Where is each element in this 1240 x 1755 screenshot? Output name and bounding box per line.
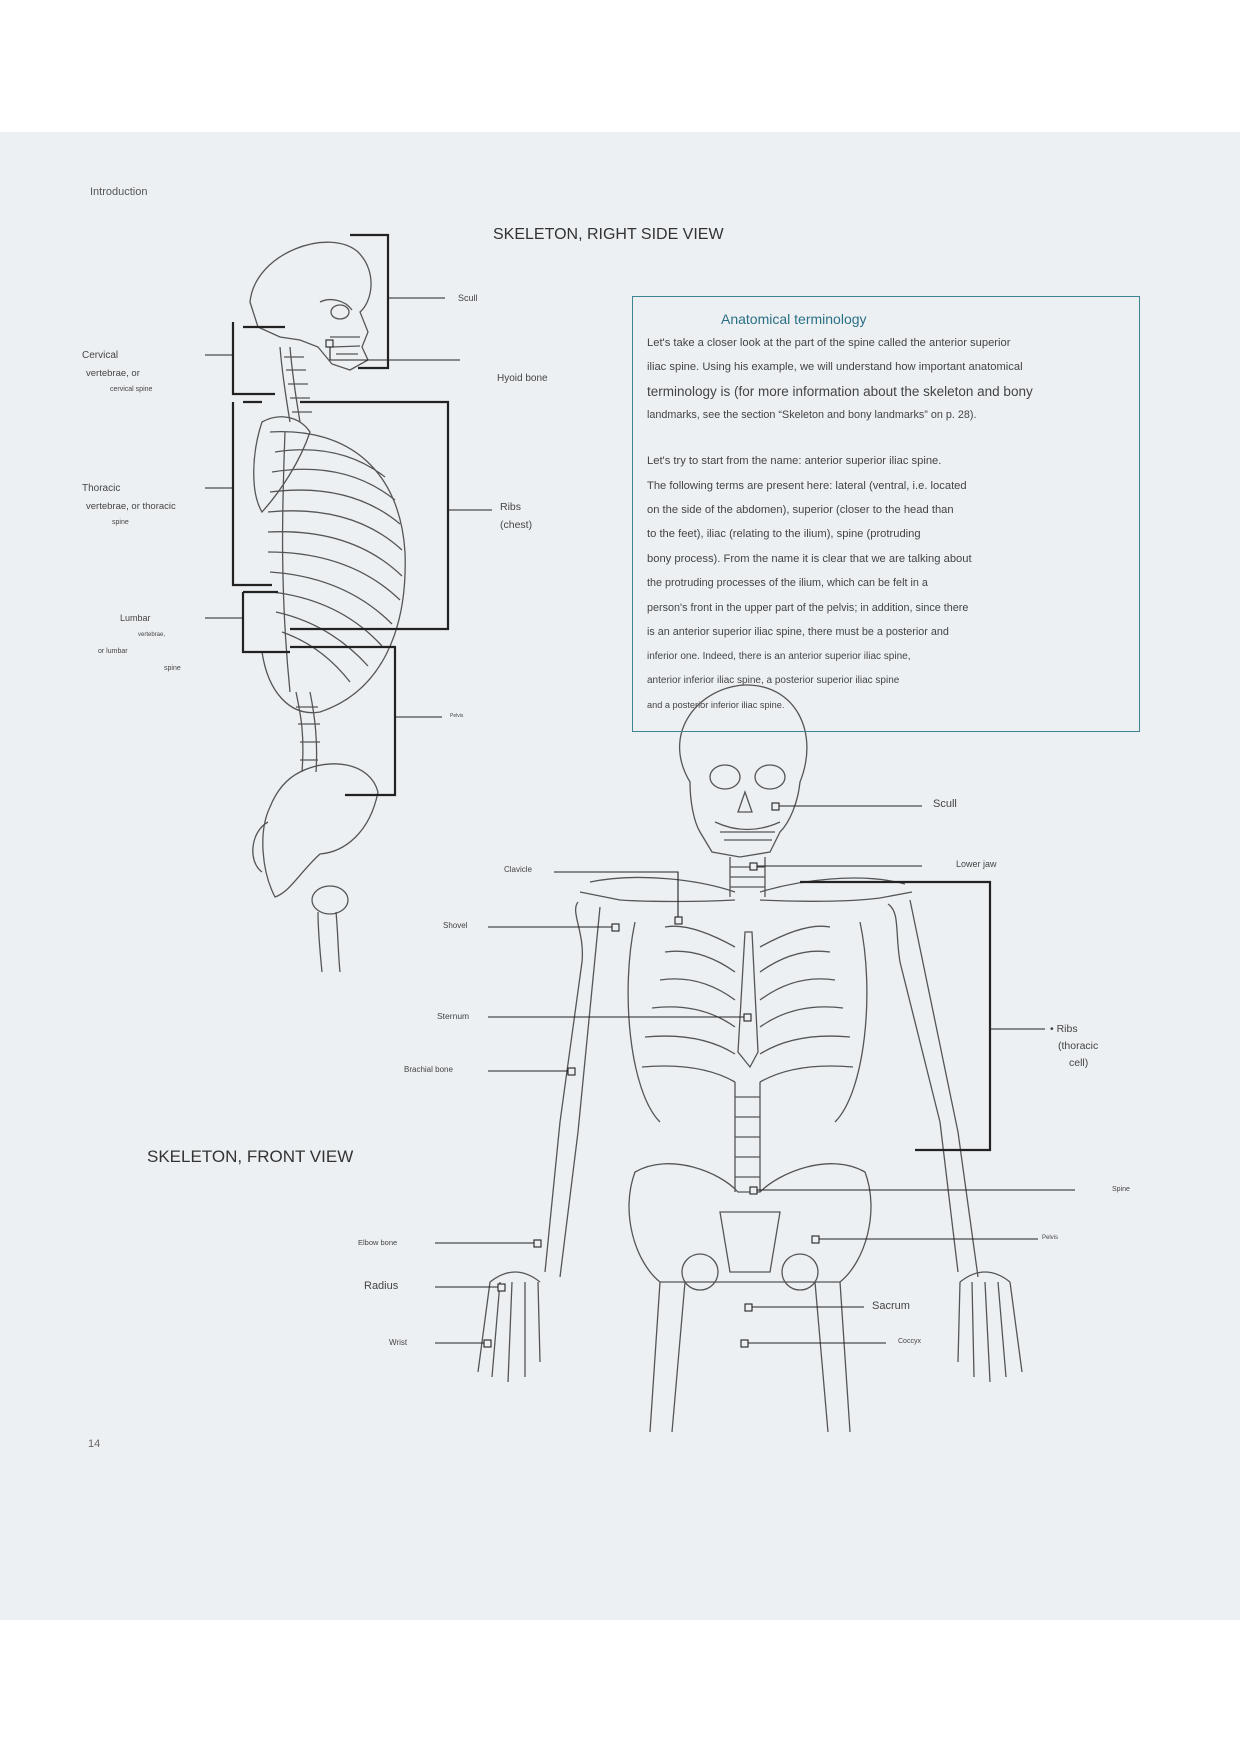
label-thoracic-3: spine — [112, 519, 129, 526]
terminology-line: Let's try to start from the name: anteri… — [647, 455, 942, 467]
skeleton-illustration — [205, 233, 1075, 1433]
label-hyoid: Hyoid bone — [497, 373, 548, 384]
label-lumbar-4: spine — [164, 665, 181, 672]
label-ribs-front: • Ribs — [1050, 1023, 1078, 1035]
terminology-line: Let's take a closer look at the part of … — [647, 337, 1011, 349]
front-view-title: SKELETON, FRONT VIEW — [147, 1147, 354, 1166]
label-scull-front: Scull — [933, 798, 957, 810]
side-view-brackets — [231, 233, 450, 797]
terminology-line: the protruding processes of the ilium, w… — [647, 577, 928, 589]
label-cervical-2: vertebrae, or — [86, 368, 140, 379]
terminology-line: to the feet), iliac (relating to the ili… — [647, 528, 921, 540]
label-ribs-side: Ribs — [500, 501, 522, 513]
label-wrist: Wrist — [389, 1338, 408, 1347]
page-number: 14 — [88, 1438, 101, 1450]
terminology-line: bony process). From the name it is clear… — [647, 553, 972, 565]
label-pelvis-front: Pelvis — [1042, 1235, 1059, 1241]
label-scull-side: Scull — [458, 293, 478, 303]
label-sternum: Sternum — [437, 1011, 470, 1021]
front-skeleton-drawing — [477, 684, 1023, 1433]
terminology-line: terminology is (for more information abo… — [647, 384, 1033, 399]
label-brachial: Brachial bone — [404, 1065, 453, 1074]
label-lower-jaw: Lower jaw — [956, 859, 997, 869]
label-cervical-3: cervical spine — [110, 386, 153, 393]
terminology-line: is an anterior superior iliac spine, the… — [647, 626, 949, 638]
label-sacrum: Sacrum — [872, 1300, 910, 1312]
side-view-leaders — [205, 297, 492, 718]
page: Introduction SKELETON, RIGHT SIDE VIEW C… — [0, 132, 1240, 1620]
side-skeleton-drawing — [249, 241, 406, 973]
terminology-line: person's front in the upper part of the … — [647, 602, 969, 614]
label-spine: Spine — [1112, 1186, 1130, 1193]
terminology-line: landmarks, see the section “Skeleton and… — [647, 409, 977, 421]
label-ribs-side-2: (chest) — [500, 519, 533, 531]
front-view-leaders — [435, 802, 1075, 1348]
terminology-line: anterior inferior iliac spine, a posteri… — [647, 675, 900, 686]
label-ribs-front-2: (thoracic — [1058, 1040, 1099, 1052]
label-cervical: Cervical — [82, 350, 119, 361]
label-pelvis-side: Pelvis — [450, 713, 464, 719]
label-thoracic-2: vertebrae, or thoracic — [86, 501, 176, 512]
label-radius: Radius — [364, 1280, 399, 1292]
terminology-title: Anatomical terminology — [721, 311, 867, 327]
label-clavicle: Clavicle — [504, 865, 533, 874]
side-view-title: SKELETON, RIGHT SIDE VIEW — [493, 226, 724, 243]
label-thoracic: Thoracic — [82, 483, 121, 494]
terminology-line: iliac spine. Using his example, we will … — [647, 361, 1023, 373]
label-lumbar-2: vertebrae, — [138, 632, 166, 638]
label-lumbar: Lumbar — [120, 613, 151, 623]
label-ribs-front-3: cell) — [1069, 1057, 1089, 1069]
label-coccyx: Coccyx — [898, 1338, 921, 1345]
terminology-line: The following terms are present here: la… — [647, 480, 967, 492]
terminology-line: inferior one. Indeed, there is an anteri… — [647, 651, 911, 662]
terminology-line: on the side of the abdomen), superior (c… — [647, 504, 954, 516]
terminology-line: and a posterior inferior iliac spine. — [647, 700, 785, 710]
section-header: Introduction — [90, 186, 148, 198]
terminology-box: Anatomical terminology Let's take a clos… — [632, 296, 1140, 732]
label-shovel: Shovel — [443, 921, 468, 930]
label-elbow: Elbow bone — [358, 1238, 398, 1247]
front-view-brackets — [800, 880, 992, 1152]
label-lumbar-3: or lumbar — [98, 648, 128, 655]
